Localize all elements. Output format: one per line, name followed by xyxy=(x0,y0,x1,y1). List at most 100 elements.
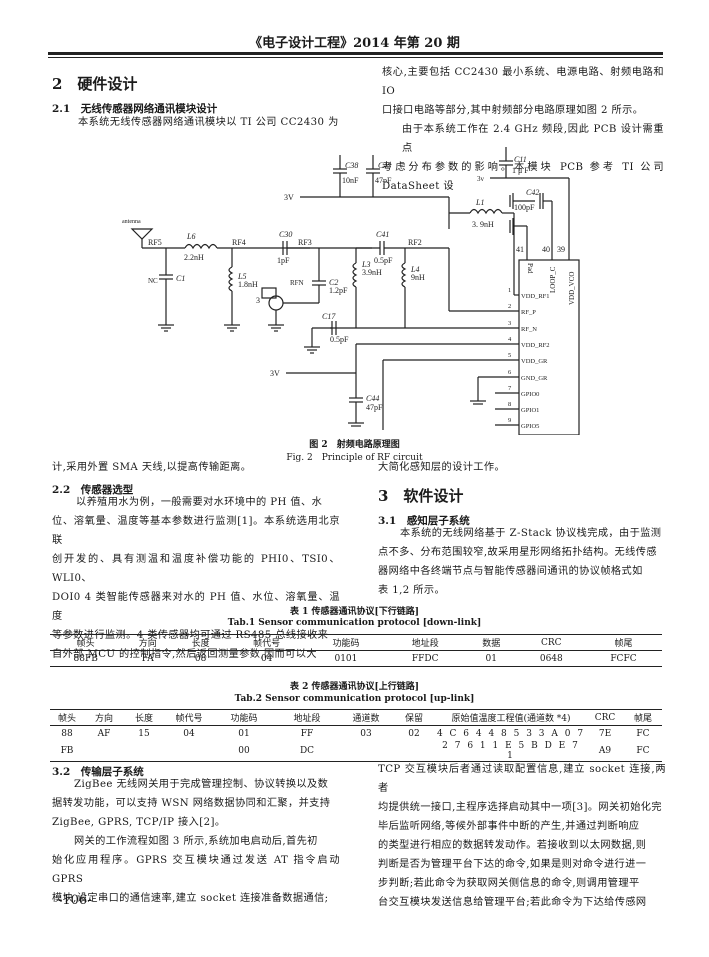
table-cell: 15 xyxy=(138,728,150,739)
table-2-title-en: Tab.2 Sensor communication protocol [up-… xyxy=(234,694,475,704)
l4-value: 9nH xyxy=(411,273,425,282)
section-3-1-title: 3.1 感知层子系统 xyxy=(378,515,470,527)
section-3-2-paragraph: ZigBee 无线网关用于完成管理控制、协议转换以及数 据转发功能，可以支持 W… xyxy=(52,775,340,908)
table-cell: FF xyxy=(300,728,314,739)
inductor-l6 xyxy=(184,243,218,250)
pin-name: RF_P xyxy=(521,309,536,316)
l6-value: 2.2nH xyxy=(184,253,204,262)
table-cell: FC xyxy=(636,728,650,739)
text-line: 考虑分布参数的影响。本模块 PCB 参考 TI 公司 DataSheet 设 xyxy=(382,162,664,192)
column-header: 地址段 xyxy=(293,714,321,724)
pin-name: GPIO0 xyxy=(521,391,539,398)
text-line: 创开发的、具有测温和温度补偿功能的 PHI0、TSI0、WLI0、 xyxy=(52,554,340,584)
column-header: 功能码 xyxy=(230,714,258,724)
pin-number: 4 xyxy=(508,336,512,343)
column-header: 功能码 xyxy=(332,639,360,649)
section-2-title: 2 硬件设计 xyxy=(52,75,138,93)
c2-label: C2 xyxy=(329,278,338,287)
right-top-paragraph: 核心,主要包括 CC2430 最小系统、电源电路、射频电路和 IO 口接口电路等… xyxy=(382,63,664,196)
section-3-1-paragraph: 本系统的无线网络基于 Z-Stack 协议栈完成，由于监测 点不多、分布范围较窄… xyxy=(378,524,666,600)
column-header: 方向 xyxy=(94,714,113,724)
cc2430-ic xyxy=(518,259,580,435)
sma-connector-icon xyxy=(261,287,284,325)
pin-name: VDD_GR xyxy=(521,358,548,365)
ground-icon xyxy=(268,324,284,332)
table-cell: 0648 xyxy=(539,653,563,664)
column-header: 帧尾 xyxy=(633,714,652,724)
table-2: 帧头方向 长度帧代号 功能码地址段 通道数保留 原始值温度工程值(通道数 *4)… xyxy=(50,709,662,762)
3v-label-top: 3V xyxy=(284,193,294,202)
table-cell xyxy=(124,741,164,762)
text-line: 点不多、分布范围较窄,故采用星形网络拓扑结构。无线传感 xyxy=(378,547,657,558)
table-cell: 01 xyxy=(238,728,250,739)
column-header: 方向 xyxy=(138,639,157,649)
table-cell: A9 xyxy=(598,746,612,756)
3v-label-bottom: 3V xyxy=(270,369,280,378)
pin-39: 39 xyxy=(557,245,565,254)
column-header: 帧代号 xyxy=(175,714,203,724)
column-header: 长度 xyxy=(134,714,153,724)
column-header: 保留 xyxy=(404,714,423,724)
text-line: 步判断;若此命令为获取网关侧信息的命令,则调用管理平 xyxy=(378,878,640,889)
section-2-2-title: 2.2 传感器选型 xyxy=(52,484,134,496)
pin-name: VDD_RF2 xyxy=(521,342,550,349)
table-cell: DC xyxy=(299,746,315,756)
l3-label: L3 xyxy=(361,260,370,269)
table-cell: 4 C 6 4 4 8 5 3 3 A 0 7 xyxy=(436,728,586,739)
pin-number: 2 xyxy=(508,303,511,310)
c2-value: 1.2pF xyxy=(329,286,348,295)
text-line: ZigBee 无线网关用于完成管理控制、协议转换以及数 xyxy=(74,779,329,790)
table-cell xyxy=(340,741,392,762)
rf-circuit-schematic: antenna RF5 L6 2.2nH RF4 NC C1 L5 1.8nH … xyxy=(122,147,580,435)
text-line: TCP 交互模块后者通过读取配置信息,建立 socket 连接,两者 xyxy=(378,764,666,794)
column-header: 帧代号 xyxy=(253,639,281,649)
text-line: 本系统的无线网络基于 Z-Stack 协议栈完成，由于监测 xyxy=(400,528,662,539)
inductor-l1 xyxy=(469,208,503,215)
table-cell: 88 xyxy=(61,728,73,739)
ground-icon xyxy=(158,324,174,332)
c17-value: 0.5pF xyxy=(330,335,349,344)
pin-number: 9 xyxy=(508,417,511,424)
c38-value: 10nF xyxy=(342,176,359,185)
text-line: 毕后监听网络,等候外部事件中断的产生,并通过判断响应 xyxy=(378,821,640,832)
column-header: 帧头 xyxy=(57,714,76,724)
text-line: 表 1,2 所示。 xyxy=(378,585,446,596)
table-2-title-cn: 表 2 传感器通讯协议[上行链路] xyxy=(289,682,420,692)
right-continuation: 大简化感知层的设计工作。 xyxy=(378,462,506,473)
ground-icon xyxy=(304,346,320,354)
table-1-title-cn: 表 1 传感器通讯协议[下行链路] xyxy=(289,607,420,617)
l5-label: L5 xyxy=(237,272,246,281)
text-line: 据转发功能，可以支持 WSN 网络数据协同和汇聚，并支持 xyxy=(52,798,331,809)
pin-name: GND_GR xyxy=(521,375,548,382)
section-2-2-paragraph: 以养殖用水为例，一般需要对水环境中的 PH 值、水 位、溶氧量、温度等基本参数进… xyxy=(52,493,340,664)
section-2-1-para: 本系统无线传感器网络通讯模块以 TI 公司 CC2430 为 xyxy=(78,117,339,128)
inductor-l3 xyxy=(352,262,358,288)
pin-number: 5 xyxy=(508,352,511,359)
table-cell: FFDC xyxy=(411,653,439,664)
pin-name: GPIO1 xyxy=(521,407,539,414)
rf2-label: RF2 xyxy=(408,238,422,247)
c44-label: C44 xyxy=(366,394,379,403)
c38-label: C38 xyxy=(345,161,358,170)
table-cell: 88FB xyxy=(73,653,98,664)
sma-pin-3: 3 xyxy=(256,296,260,305)
column-header: 长度 xyxy=(191,639,210,649)
inductor-l4 xyxy=(401,262,407,288)
pin-name: VDD_RF1 xyxy=(521,293,550,300)
text-line: 的类型进行相应的数据转发动作。若接收到以太网数据,则 xyxy=(378,840,647,851)
text-line: 由于本系统工作在 2.4 GHz 频段,因此 PCB 设计需重点 xyxy=(402,124,664,154)
l6-label: L6 xyxy=(186,232,195,241)
pad-label: Pad xyxy=(526,263,534,274)
right-bottom-paragraph: TCP 交互模块后者通过读取配置信息,建立 socket 连接,两者 均提供统一… xyxy=(378,760,666,912)
pin-number: 8 xyxy=(508,401,511,408)
c1-label: C1 xyxy=(176,274,185,283)
text-line: 口接口电路等部分,其中射频部分电路原理如图 2 所示。 xyxy=(382,105,644,116)
pin-number: 6 xyxy=(508,369,512,376)
figure-caption-en: Fig. 2 Principle of RF circuit xyxy=(286,453,423,463)
rf4-label: RF4 xyxy=(232,238,246,247)
c11-label: C11 xyxy=(514,155,527,164)
table-cell: 2 7 6 1 1 E 5 B D E 7 1 xyxy=(442,741,580,761)
c17-label: C17 xyxy=(322,312,336,321)
